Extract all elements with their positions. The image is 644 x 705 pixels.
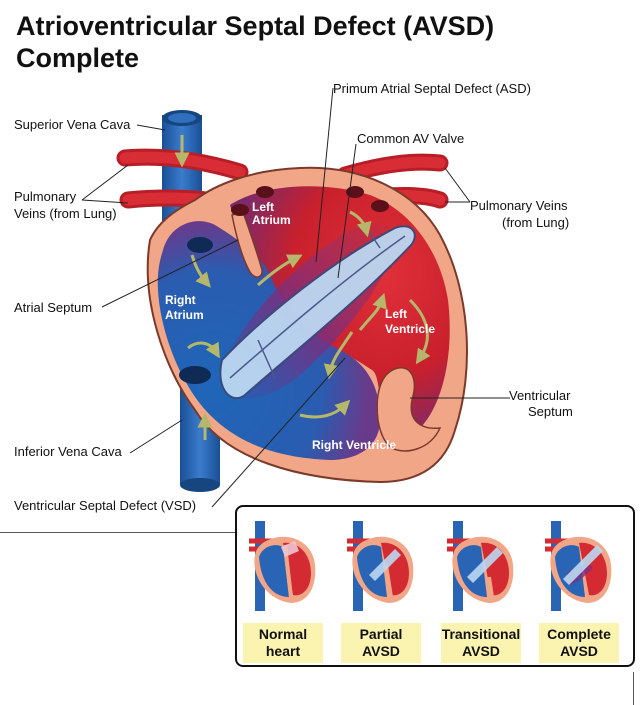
leader-lines bbox=[81, 87, 510, 508]
superior-vena-cava-label: Superior Vena Cava bbox=[14, 117, 131, 132]
separator-line bbox=[0, 532, 235, 533]
atrial-septum-label: Atrial Septum bbox=[14, 300, 92, 315]
ventricular-septum-label-2: Septum bbox=[528, 404, 573, 419]
pulmonary-veins-left-label-2: Veins (from Lung) bbox=[14, 206, 117, 221]
left-atrium-label-1: Left bbox=[252, 200, 274, 214]
thumbnail-normal-heart bbox=[249, 521, 316, 611]
vein-openings bbox=[179, 186, 389, 384]
thumbnail-transitional-avsd bbox=[447, 521, 514, 611]
thumbnail-complete-avsd bbox=[545, 521, 612, 611]
pulmonary-veins-left-label-1: Pulmonary bbox=[14, 189, 77, 204]
caption-transitional-avsd: Transitional AVSD bbox=[441, 623, 521, 663]
avsd-comparison-panel: Normal heart Partial AVSD Transitional A… bbox=[235, 505, 635, 667]
left-ventricle-label-2: Ventricle bbox=[385, 322, 435, 336]
common-av-valve-label: Common AV Valve bbox=[357, 131, 464, 146]
thumbnail-partial-avsd bbox=[347, 521, 414, 611]
ventricular-septum bbox=[376, 367, 442, 452]
left-atrium-label-2: Atrium bbox=[252, 213, 291, 227]
page-title: Atrioventricular Septal Defect (AVSD) Co… bbox=[16, 10, 494, 74]
caption-partial-avsd: Partial AVSD bbox=[341, 623, 421, 663]
inferior-vena-cava-label: Inferior Vena Cava bbox=[14, 444, 122, 459]
title-line-1: Atrioventricular Septal Defect (AVSD) bbox=[16, 11, 495, 41]
title-line-2: Complete bbox=[16, 43, 140, 73]
primum-asd-label: Primum Atrial Septal Defect (ASD) bbox=[333, 81, 531, 96]
caption-normal-heart: Normal heart bbox=[243, 623, 323, 663]
caption-complete-avsd: Complete AVSD bbox=[539, 623, 619, 663]
atrial-septum bbox=[231, 211, 263, 278]
right-ventricle-label: Right Ventricle bbox=[312, 438, 396, 452]
common-av-valve bbox=[219, 225, 416, 400]
ventricular-septum-label-1: Ventricular bbox=[509, 388, 571, 403]
right-atrium-label-2: Atrium bbox=[165, 308, 204, 322]
left-ventricle-label-1: Left bbox=[385, 307, 407, 321]
flow-arrows bbox=[174, 135, 431, 440]
vsd-label: Ventricular Septal Defect (VSD) bbox=[14, 498, 196, 513]
pulmonary-veins-right-label-2: (from Lung) bbox=[502, 215, 569, 230]
pulmonary-veins-right-label-1: Pulmonary Veins bbox=[470, 198, 568, 213]
right-atrium-label-1: Right bbox=[165, 293, 196, 307]
separator-line-vertical bbox=[633, 672, 634, 705]
